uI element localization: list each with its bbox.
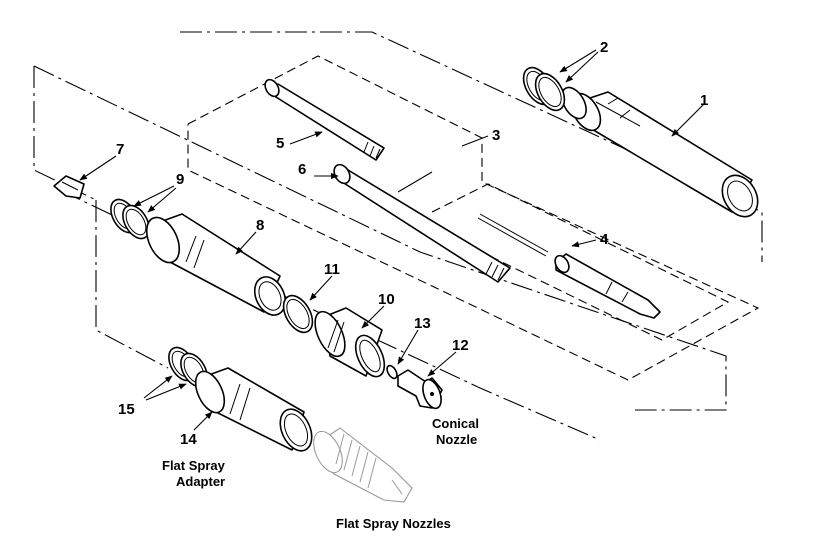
part-1-gun-body [561,86,759,218]
outer-boundary-line-lower [33,65,727,411]
outer-boundary-line [180,31,763,262]
callout-1: 1 [700,92,708,109]
caption-flat-spray-nozzles: Flat Spray Nozzles [336,516,451,531]
caption-conical-nozzle-line1: Conical [432,416,479,431]
callout-9: 9 [176,171,184,188]
part-4-needle-assembly [477,213,661,319]
flat-spray-nozzle-ghost [313,427,413,503]
subassembly-3-boundary [187,55,760,381]
callout-4: 4 [600,231,609,248]
callout-7: 7 [116,141,124,158]
part-5-upper-rod [264,78,385,161]
caption-conical-nozzle-line2: Nozzle [436,432,477,447]
callout-2: 2 [600,39,608,56]
callout-11: 11 [324,261,340,278]
leader-lines [79,49,705,431]
callout-5: 5 [276,135,284,152]
part-2-o-rings [522,66,566,112]
callout-8: 8 [256,217,264,234]
lower-boundary-line [95,200,169,369]
caption-flat-spray-adapter-line2: Adapter [176,474,225,489]
subassembly-connector-line [397,171,433,193]
subassembly-4-boundary [431,183,730,341]
part-13-small-o-ring [386,364,398,380]
caption-flat-spray-adapter-line1: Flat Spray [162,458,226,473]
part-8-barrel-sleeve [145,213,287,316]
callout-15: 15 [118,401,135,418]
part-captions: Conical Nozzle Flat Spray Adapter Flat S… [162,416,479,531]
callout-13: 13 [414,315,431,332]
part-11-o-ring [282,294,314,334]
part-7-clip [53,175,85,199]
callout-10: 10 [378,291,395,308]
callout-3: 3 [492,127,500,144]
callout-6: 6 [298,161,306,178]
callout-labels: 2 1 3 5 6 4 7 9 8 11 10 13 12 15 14 [116,39,708,448]
callout-14: 14 [180,431,197,448]
part-12-conical-nozzle [397,369,443,410]
part-10-nozzle-retainer [314,307,386,378]
part-14-flat-spray-adapter [194,367,313,452]
part-9-o-rings [110,198,150,240]
callout-12: 12 [452,337,469,354]
